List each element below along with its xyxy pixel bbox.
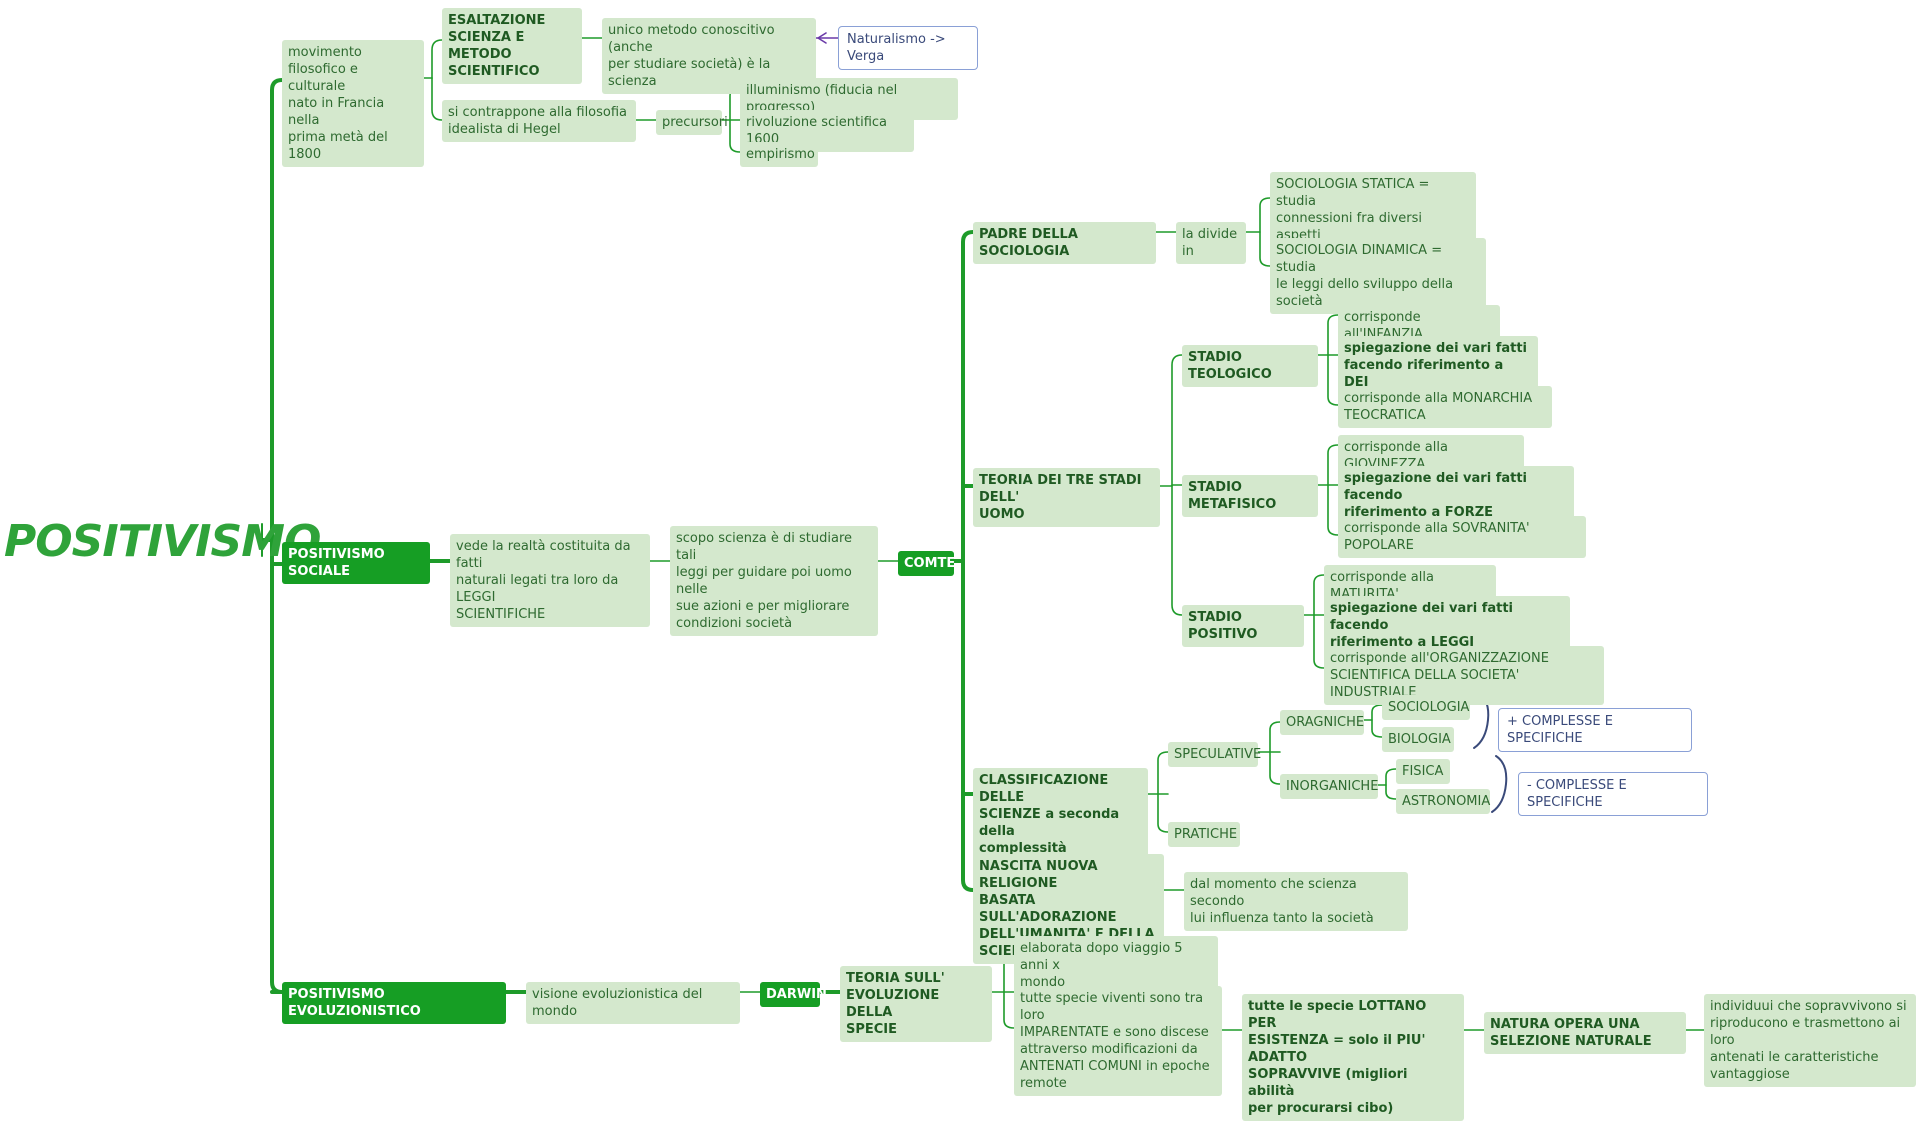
node-visione: visione evoluzionistica del mondo [526, 982, 740, 1024]
node-sociologia: SOCIOLOGIA [1382, 695, 1470, 720]
main-title: POSITIVISMO [4, 516, 321, 567]
node-sovranita: corrisponde alla SOVRANITA' POPOLARE [1338, 516, 1586, 558]
node-stadio-metafisico: STADIO METAFISICO [1182, 475, 1318, 517]
node-piu-complesse: + COMPLESSE E SPECIFICHE [1498, 708, 1692, 752]
node-monarchia: corrisponde alla MONARCHIA TEOCRATICA [1338, 386, 1552, 428]
node-darwin: DARWIN [760, 982, 827, 1007]
node-pratiche: PRATICHE [1168, 822, 1240, 847]
node-teoria-stadi: TEORIA DEI TRE STADI DELL' UOMO [973, 468, 1160, 527]
node-positivismo-sociale: POSITIVISMO SOCIALE [282, 542, 430, 584]
node-astronomia: ASTRONOMIA [1396, 789, 1490, 814]
node-stadio-positivo: STADIO POSITIVO [1182, 605, 1304, 647]
node-esaltazione: ESALTAZIONE SCIENZA E METODO SCIENTIFICO [442, 8, 582, 84]
node-biologia: BIOLOGIA [1382, 727, 1454, 752]
node-sociologia-dinamica: SOCIOLOGIA DINAMICA = studia le leggi de… [1270, 238, 1486, 314]
node-empirismo: empirismo [740, 142, 818, 167]
node-meno-complesse: - COMPLESSE E SPECIFICHE [1518, 772, 1708, 816]
node-precursori: precursori [656, 110, 728, 135]
node-teoria-evoluzione: TEORIA SULL' EVOLUZIONE DELLA SPECIE [840, 966, 992, 1042]
node-stadio-teologico: STADIO TEOLOGICO [1182, 345, 1318, 387]
node-lottano: tutte le specie LOTTANO PER ESISTENZA = … [1242, 994, 1464, 1121]
node-elaborata: elaborata dopo viaggio 5 anni x mondo [1014, 936, 1218, 995]
node-naturalismo: Naturalismo -> Verga [838, 26, 978, 70]
node-comte: COMTE [898, 551, 955, 576]
node-individui: individuui che sopravvivono si riproduco… [1704, 994, 1916, 1087]
node-la-divide: la divide in [1176, 222, 1246, 264]
node-speculative: SPECULATIVE [1168, 742, 1261, 767]
node-natura: NATURA OPERA UNA SELEZIONE NATURALE [1484, 1012, 1686, 1054]
node-positivismo-evoluzionistico: POSITIVISMO EVOLUZIONISTICO [282, 982, 506, 1024]
node-classificazione: CLASSIFICAZIONE DELLE SCIENZE a seconda … [973, 768, 1148, 861]
node-vede-realta: vede la realtà costituita da fatti natur… [450, 534, 650, 627]
node-fisica: FISICA [1396, 759, 1450, 784]
node-padre-sociologia: PADRE DELLA SOCIOLOGIA [973, 222, 1156, 264]
node-organiche: ORAGNICHE [1280, 710, 1364, 735]
node-dal-momento: dal momento che scienza secondo lui infl… [1184, 872, 1408, 931]
node-scopo-scienza: scopo scienza è di studiare tali leggi p… [670, 526, 878, 636]
node-inorganiche: INORGANICHE [1280, 774, 1378, 799]
node-contrappone: si contrappone alla filosofia idealista … [442, 100, 636, 142]
node-movimento: movimento filosofico e culturale nato in… [282, 40, 424, 167]
